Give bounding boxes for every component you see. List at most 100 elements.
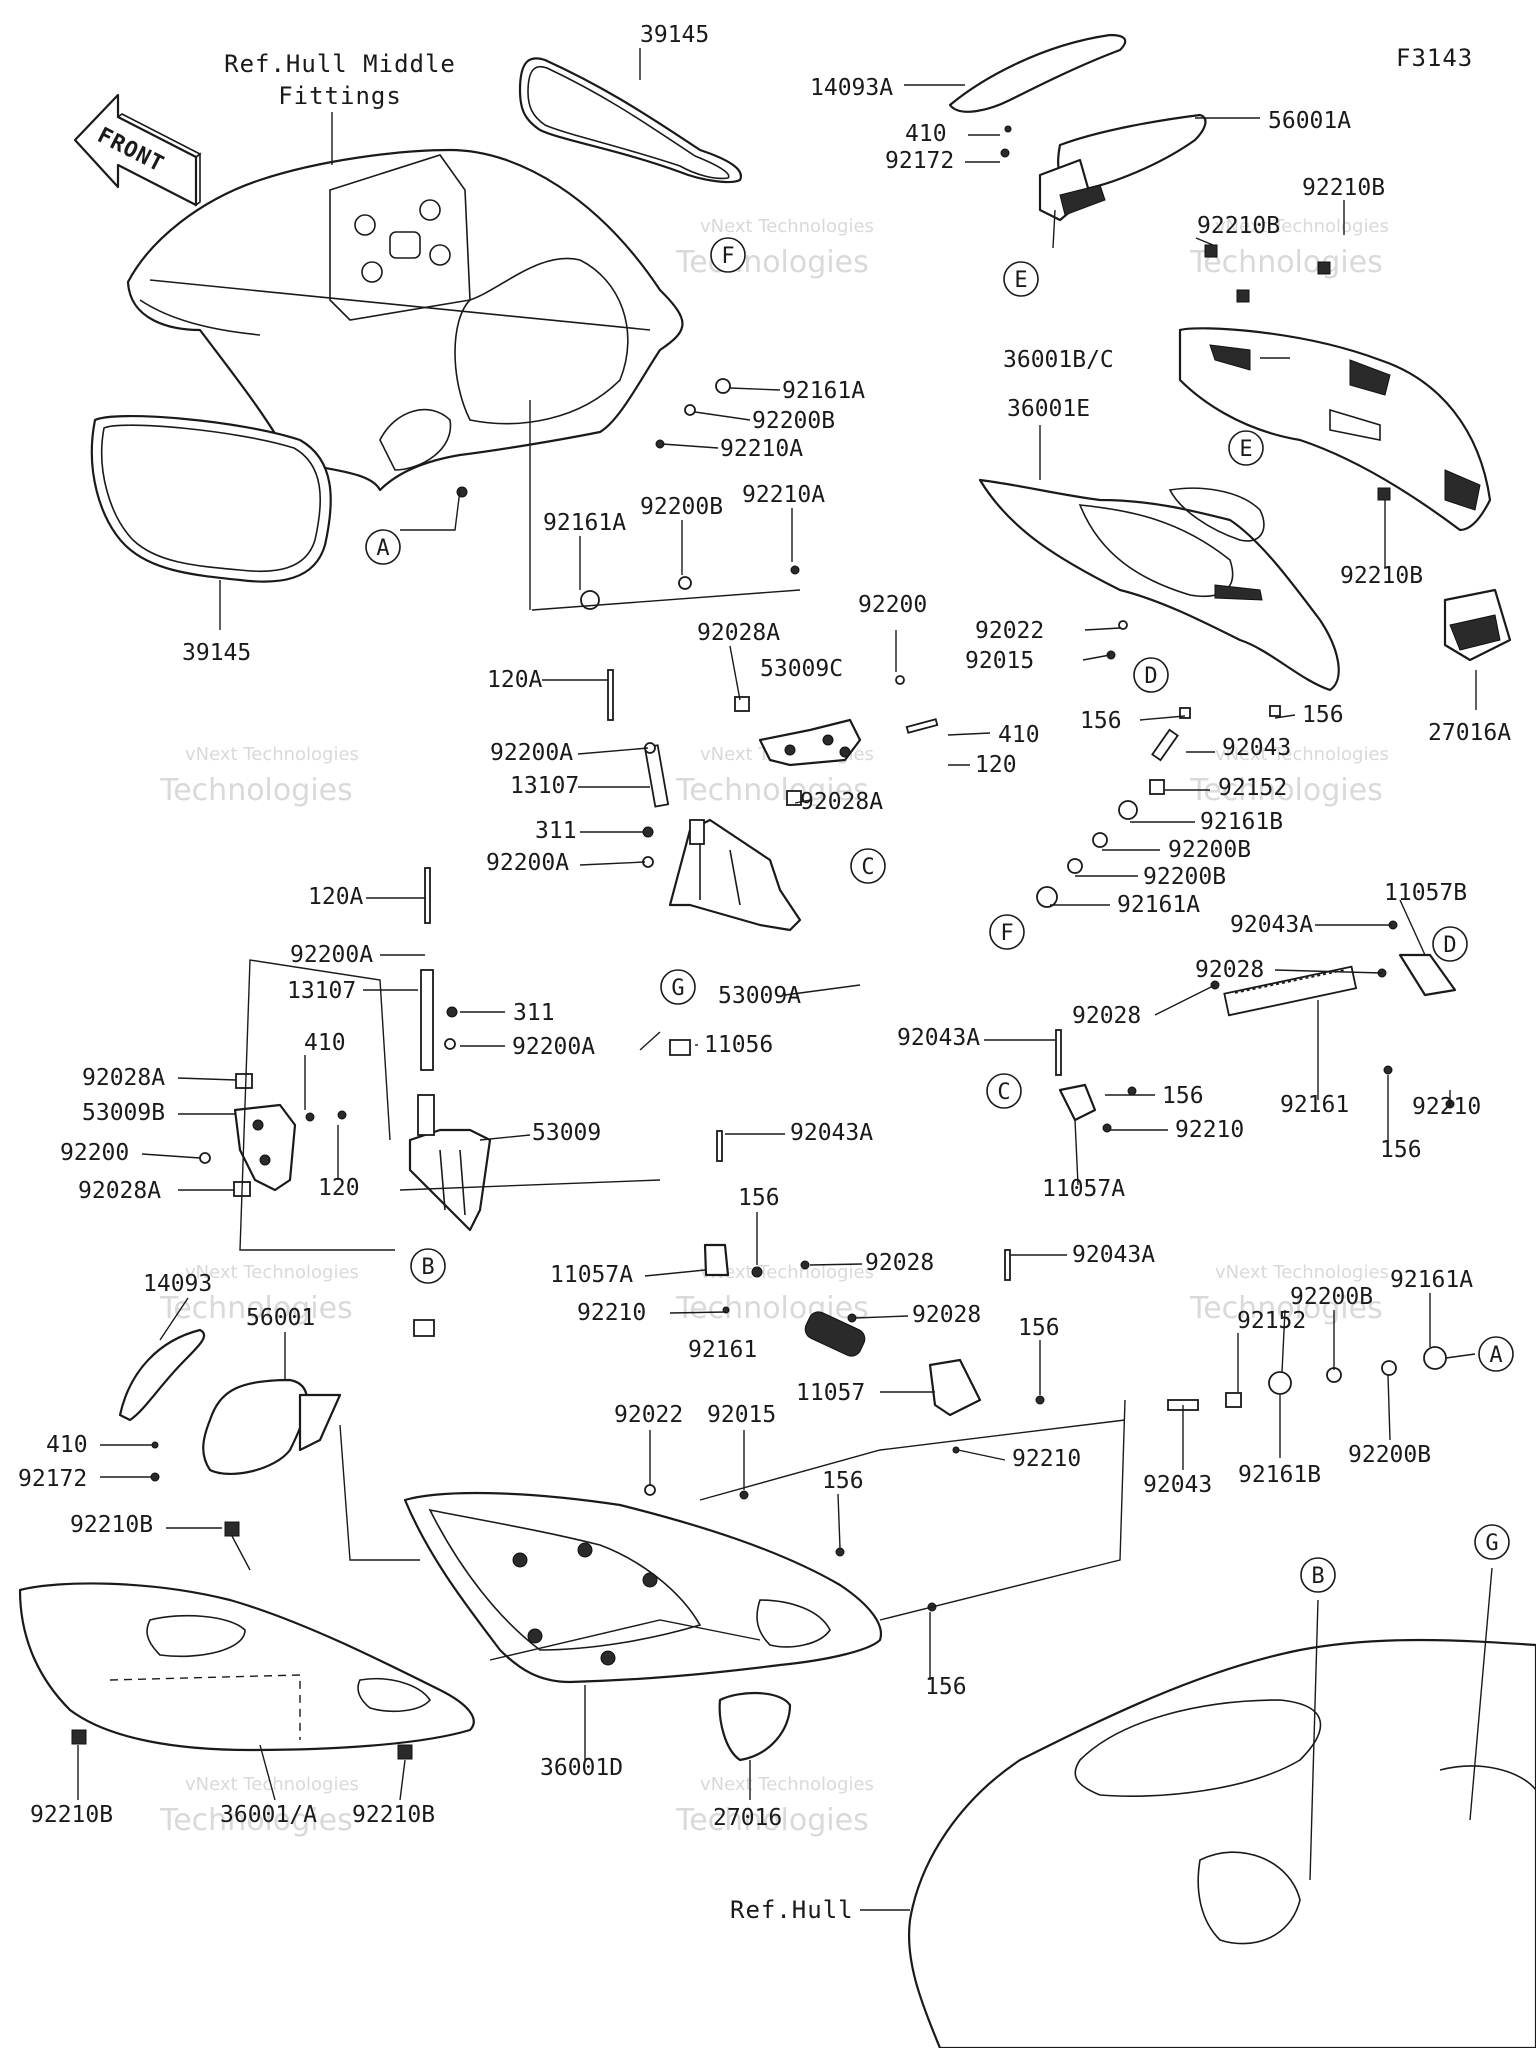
part-number-label: 120A bbox=[308, 884, 364, 910]
part-number-label: 92200A bbox=[512, 1034, 595, 1060]
bracket-53009b bbox=[233, 1073, 297, 1197]
part-number-label: 92161A bbox=[782, 378, 865, 404]
callout-circle bbox=[1478, 1336, 1514, 1372]
plate-11057b bbox=[1398, 953, 1457, 997]
callout-circle bbox=[850, 848, 886, 884]
part-number-label: 53009A bbox=[718, 983, 801, 1009]
callout-circle bbox=[1133, 657, 1169, 693]
part-number-label: 92200B bbox=[1168, 837, 1251, 863]
part-number-label: 56001 bbox=[246, 1305, 315, 1331]
part-number-label: 53009C bbox=[760, 656, 843, 682]
callout-marker: G bbox=[660, 969, 696, 1005]
part-number-label: 92022 bbox=[975, 618, 1044, 644]
part-number-label: 13107 bbox=[510, 773, 579, 799]
part-number-label: 92200B bbox=[1143, 864, 1226, 890]
callout-marker: A bbox=[365, 529, 401, 565]
bracket-53009a bbox=[668, 818, 802, 932]
housing-36001e bbox=[978, 478, 1340, 692]
part-number-label: 156 bbox=[925, 1674, 967, 1700]
part-number-label: 53009B bbox=[82, 1100, 165, 1126]
watermark-line: Technologies bbox=[675, 773, 869, 808]
plate-11057a-middle bbox=[703, 1243, 730, 1277]
callout-marker: C bbox=[986, 1073, 1022, 1109]
part-number-label: 36001D bbox=[540, 1755, 623, 1781]
part-number-label: 92015 bbox=[965, 648, 1034, 674]
reference-label: Ref.Hull bbox=[730, 1896, 854, 1924]
part-number-label: 92200B bbox=[640, 494, 723, 520]
part-number-label: 92200B bbox=[1290, 1284, 1373, 1310]
reflector-56001 bbox=[202, 1378, 342, 1475]
part-number-label: 39145 bbox=[182, 640, 251, 666]
panel-36001a bbox=[18, 1582, 475, 1752]
seal-39145-upper bbox=[518, 57, 743, 184]
callout-marker: G bbox=[1474, 1524, 1510, 1560]
part-number-label: 36001B/C bbox=[1003, 347, 1114, 373]
reference-label: Fittings bbox=[278, 82, 402, 110]
part-number-label: 92210B bbox=[1302, 175, 1385, 201]
part-number-label: 92152 bbox=[1218, 775, 1287, 801]
part-number-label: 56001A bbox=[1268, 108, 1351, 134]
part-number-label: 92200 bbox=[60, 1140, 129, 1166]
callout-letter: E bbox=[1014, 268, 1027, 293]
callout-circle bbox=[1228, 430, 1264, 466]
callout-letter: G bbox=[671, 976, 684, 1001]
part-number-label: 92200B bbox=[752, 408, 835, 434]
callout-marker: D bbox=[1133, 657, 1169, 693]
part-number-label: 92015 bbox=[707, 1402, 776, 1428]
switch-27016 bbox=[718, 1691, 792, 1762]
spring-92161-right bbox=[1223, 965, 1358, 1017]
part-number-label: 92172 bbox=[18, 1466, 87, 1492]
part-number-label: 92200B bbox=[1348, 1442, 1431, 1468]
switch-27016a bbox=[1443, 588, 1512, 662]
part-number-label: 92210B bbox=[70, 1512, 153, 1538]
part-number-label: 156 bbox=[1080, 708, 1122, 734]
part-number-label: 36001/A bbox=[220, 1802, 317, 1828]
part-number-label: 92161 bbox=[1280, 1092, 1349, 1118]
part-number-label: 92210A bbox=[720, 436, 803, 462]
part-number-label: 92161A bbox=[543, 510, 626, 536]
part-number-label: 11057A bbox=[1042, 1176, 1125, 1202]
watermark-line: vNext Technologies bbox=[1215, 744, 1389, 765]
ref-hull bbox=[907, 1638, 1536, 2048]
part-number-label: 92161A bbox=[1117, 892, 1200, 918]
callout-circle bbox=[1474, 1524, 1510, 1560]
reference-label: Ref.Hull Middle bbox=[224, 50, 456, 78]
part-number-label: 92028A bbox=[78, 1178, 161, 1204]
part-number-label: 92200A bbox=[290, 942, 373, 968]
bracket-53009 bbox=[408, 1094, 492, 1232]
part-number-label: 92210A bbox=[742, 482, 825, 508]
callout-letter: D bbox=[1443, 933, 1456, 958]
part-number-label: 120A bbox=[487, 667, 543, 693]
callout-marker: D bbox=[1432, 926, 1468, 962]
part-number-label: 92028 bbox=[1195, 957, 1264, 983]
part-number-label: 92161 bbox=[688, 1337, 757, 1363]
watermark-line: Technologies bbox=[159, 1291, 353, 1326]
watermark-line: Technologies bbox=[675, 1803, 869, 1838]
callout-marker: C bbox=[850, 848, 886, 884]
part-number-label: 410 bbox=[998, 722, 1040, 748]
callout-marker: E bbox=[1003, 261, 1039, 297]
part-number-label: 92161B bbox=[1238, 1462, 1321, 1488]
part-number-label: 14093A bbox=[810, 75, 893, 101]
callout-marker: B bbox=[410, 1248, 446, 1284]
callout-circle bbox=[1300, 1557, 1336, 1593]
part-number-label: 92028A bbox=[697, 620, 780, 646]
callout-circle bbox=[660, 969, 696, 1005]
part-number-label: 410 bbox=[905, 121, 947, 147]
part-number-label: 11057A bbox=[550, 1262, 633, 1288]
part-number-label: 92043 bbox=[1143, 1472, 1212, 1498]
callout-letter: G bbox=[1485, 1531, 1498, 1556]
part-number-label: 92210B bbox=[30, 1802, 113, 1828]
callout-letter: A bbox=[376, 536, 389, 561]
part-number-label: 13107 bbox=[287, 978, 356, 1004]
part-number-label: 92210B bbox=[1197, 213, 1280, 239]
callout-letter: D bbox=[1144, 664, 1157, 689]
callout-marker: F bbox=[710, 237, 746, 273]
part-number-label: 410 bbox=[46, 1432, 88, 1458]
seal-39145-lower bbox=[90, 414, 332, 583]
reflector-56001a bbox=[1038, 113, 1207, 222]
watermark-line: vNext Technologies bbox=[1215, 1262, 1389, 1283]
watermark-line: Technologies bbox=[159, 1803, 353, 1838]
part-number-label: 120 bbox=[975, 752, 1017, 778]
